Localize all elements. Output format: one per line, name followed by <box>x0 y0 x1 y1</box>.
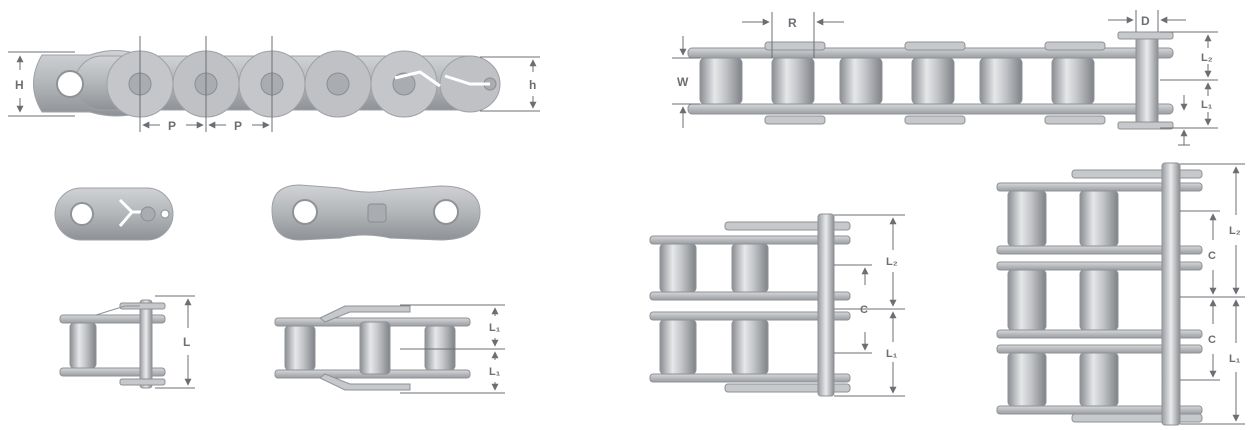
dim-L <box>155 295 195 389</box>
chain-side-view: H h P P <box>8 36 540 133</box>
label-D: D <box>1141 14 1150 28</box>
dim-R <box>742 12 844 58</box>
label-L2-top: L₂ <box>1201 52 1213 64</box>
label-h: h <box>529 78 536 92</box>
connecting-link-plate <box>54 187 174 241</box>
dim-h <box>480 56 540 112</box>
label-L1-duplex: L₁ <box>886 348 898 360</box>
label-P-2: P <box>234 119 242 133</box>
dim-D <box>1108 10 1186 32</box>
triplex-chain <box>996 162 1203 426</box>
label-W: W <box>677 75 689 89</box>
offset-link-top <box>274 305 471 391</box>
label-L: L <box>183 335 190 349</box>
dim-H <box>8 51 75 117</box>
dim-duplex <box>834 214 905 397</box>
label-C-triplex-2: C <box>1208 334 1216 346</box>
label-L2-duplex: L₂ <box>886 256 898 268</box>
label-L1-triplex: L₁ <box>1229 353 1241 365</box>
spring-clip <box>394 70 490 88</box>
label-C-triplex-1: C <box>1208 250 1216 262</box>
dim-W <box>672 36 700 128</box>
label-L2-triplex: L₂ <box>1229 225 1241 237</box>
label-R: R <box>788 16 797 30</box>
dim-triplex <box>1180 163 1245 425</box>
plate-hole <box>56 70 84 98</box>
roller-lobes <box>106 50 501 118</box>
duplex-chain <box>649 213 851 397</box>
label-L1-top: L₁ <box>1201 99 1213 111</box>
label-H: H <box>15 78 24 92</box>
dim-P <box>139 36 273 132</box>
label-P-1: P <box>168 119 176 133</box>
chain-top-view <box>687 31 1174 130</box>
connecting-link-top <box>59 299 166 389</box>
label-L1-b: L₁ <box>489 366 501 378</box>
dim-L1-offset <box>400 304 505 394</box>
dim-L2-L1-top <box>1160 31 1218 146</box>
label-L1-a: L₁ <box>489 322 501 334</box>
offset-link-plate <box>271 184 481 241</box>
label-C-duplex: C <box>860 304 868 316</box>
